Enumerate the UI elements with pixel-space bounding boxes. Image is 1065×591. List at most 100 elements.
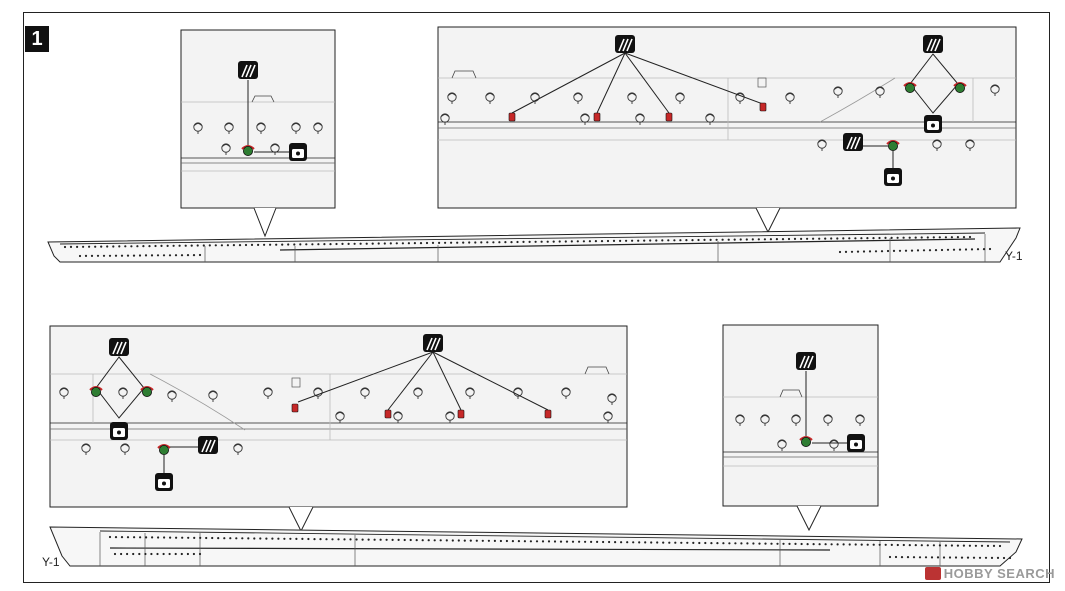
porthole-dot: [704, 541, 707, 545]
porthole-dot: [84, 254, 88, 257]
porthole-dot: [535, 540, 539, 543]
porthole-dot: [878, 543, 881, 546]
porthole-dot: [763, 238, 767, 241]
porthole-dot: [739, 238, 742, 241]
porthole-dot: [952, 248, 956, 251]
porthole-dot: [860, 543, 863, 546]
porthole-dot: [96, 254, 100, 257]
porthole-dot: [534, 240, 537, 243]
porthole-dot: [818, 543, 821, 546]
porthole-dot: [281, 243, 284, 246]
porthole-dot: [734, 542, 737, 545]
decal-number-icon: [289, 143, 307, 161]
porthole-dot: [976, 248, 980, 251]
porthole-dot: [838, 250, 842, 254]
detail-panel-top-right: [437, 26, 1017, 234]
porthole-dot: [584, 540, 587, 543]
porthole-dot: [343, 538, 346, 541]
porthole-dot: [444, 241, 447, 244]
porthole-dot: [962, 236, 966, 239]
porthole-dot: [564, 240, 567, 243]
porthole-dot: [174, 254, 178, 257]
porthole-dot: [172, 244, 175, 247]
porthole-dot: [872, 543, 875, 546]
porthole-dot: [818, 237, 821, 240]
porthole-dot: [178, 244, 181, 247]
porthole-dot: [978, 556, 982, 559]
porthole-dot: [341, 242, 344, 245]
porthole-dot: [924, 556, 928, 559]
porthole-dots: [108, 535, 1012, 560]
porthole-dot: [602, 540, 605, 544]
porthole-dot: [848, 543, 851, 546]
porthole-dot: [492, 241, 495, 244]
porthole-dot: [940, 248, 944, 252]
porthole-dot: [972, 556, 976, 559]
porthole-dot: [769, 238, 773, 241]
porthole-dot: [944, 544, 948, 547]
porthole-dot: [836, 543, 839, 546]
porthole-dot: [433, 539, 436, 542]
porthole-dot: [872, 237, 875, 240]
porthole-dot: [932, 236, 935, 239]
porthole-dot: [463, 539, 466, 542]
porthole-dot: [866, 237, 869, 240]
porthole-dot: [926, 544, 929, 547]
porthole-dot: [946, 248, 950, 251]
porthole-dot: [662, 541, 665, 544]
porthole-dot: [319, 538, 322, 541]
porthole-dot: [770, 542, 773, 545]
porthole-dot: [888, 555, 892, 559]
porthole-dot: [866, 543, 869, 546]
porthole-dot: [162, 552, 165, 556]
porthole-dot: [462, 241, 465, 244]
porthole-dot: [90, 254, 94, 257]
porthole-dot: [199, 536, 202, 540]
porthole-dot: [427, 539, 430, 542]
porthole-dot: [793, 237, 797, 240]
porthole-dot: [347, 242, 350, 245]
porthole-dot: [287, 243, 290, 246]
porthole-dot: [812, 543, 815, 546]
porthole-dot: [522, 240, 525, 243]
porthole-dot: [265, 537, 268, 540]
porthole-dot: [244, 243, 248, 247]
porthole-dot: [480, 241, 483, 244]
porthole-dot: [619, 239, 622, 242]
porthole-dot: [559, 540, 563, 543]
porthole-dot: [962, 544, 966, 547]
detail-panel-bottom-left: [49, 325, 628, 533]
porthole-dot: [419, 242, 423, 245]
porthole-dot: [349, 538, 352, 541]
porthole-dot: [168, 254, 172, 257]
porthole-dot: [576, 240, 579, 243]
porthole-dot: [902, 543, 905, 547]
porthole-dot: [751, 238, 754, 241]
porthole-dot: [948, 556, 952, 559]
porthole-dot: [600, 240, 604, 243]
porthole-dot: [108, 254, 112, 257]
decal-number-icon: [110, 422, 128, 440]
porthole-dot: [361, 538, 364, 541]
porthole-dot: [439, 539, 442, 542]
porthole-dot: [421, 539, 424, 542]
porthole-dot: [746, 542, 749, 545]
porthole-dot: [474, 241, 477, 244]
porthole-dot: [594, 240, 598, 243]
porthole-dot: [970, 248, 974, 251]
porthole-dot: [132, 254, 136, 257]
porthole-dot: [740, 542, 743, 545]
porthole-dot: [950, 544, 954, 547]
porthole-dot: [241, 537, 244, 540]
porthole-dot: [966, 556, 970, 559]
porthole-dot: [529, 540, 533, 543]
porthole-dot: [836, 237, 839, 240]
porthole-dot: [305, 243, 308, 246]
porthole-dot: [721, 238, 724, 241]
porthole-dot: [998, 544, 1002, 548]
porthole-dot: [812, 237, 815, 240]
striped-paint-chip-icon: [108, 337, 130, 357]
porthole-dot: [673, 239, 676, 242]
porthole-dot: [650, 541, 653, 544]
porthole-dot: [625, 239, 628, 242]
